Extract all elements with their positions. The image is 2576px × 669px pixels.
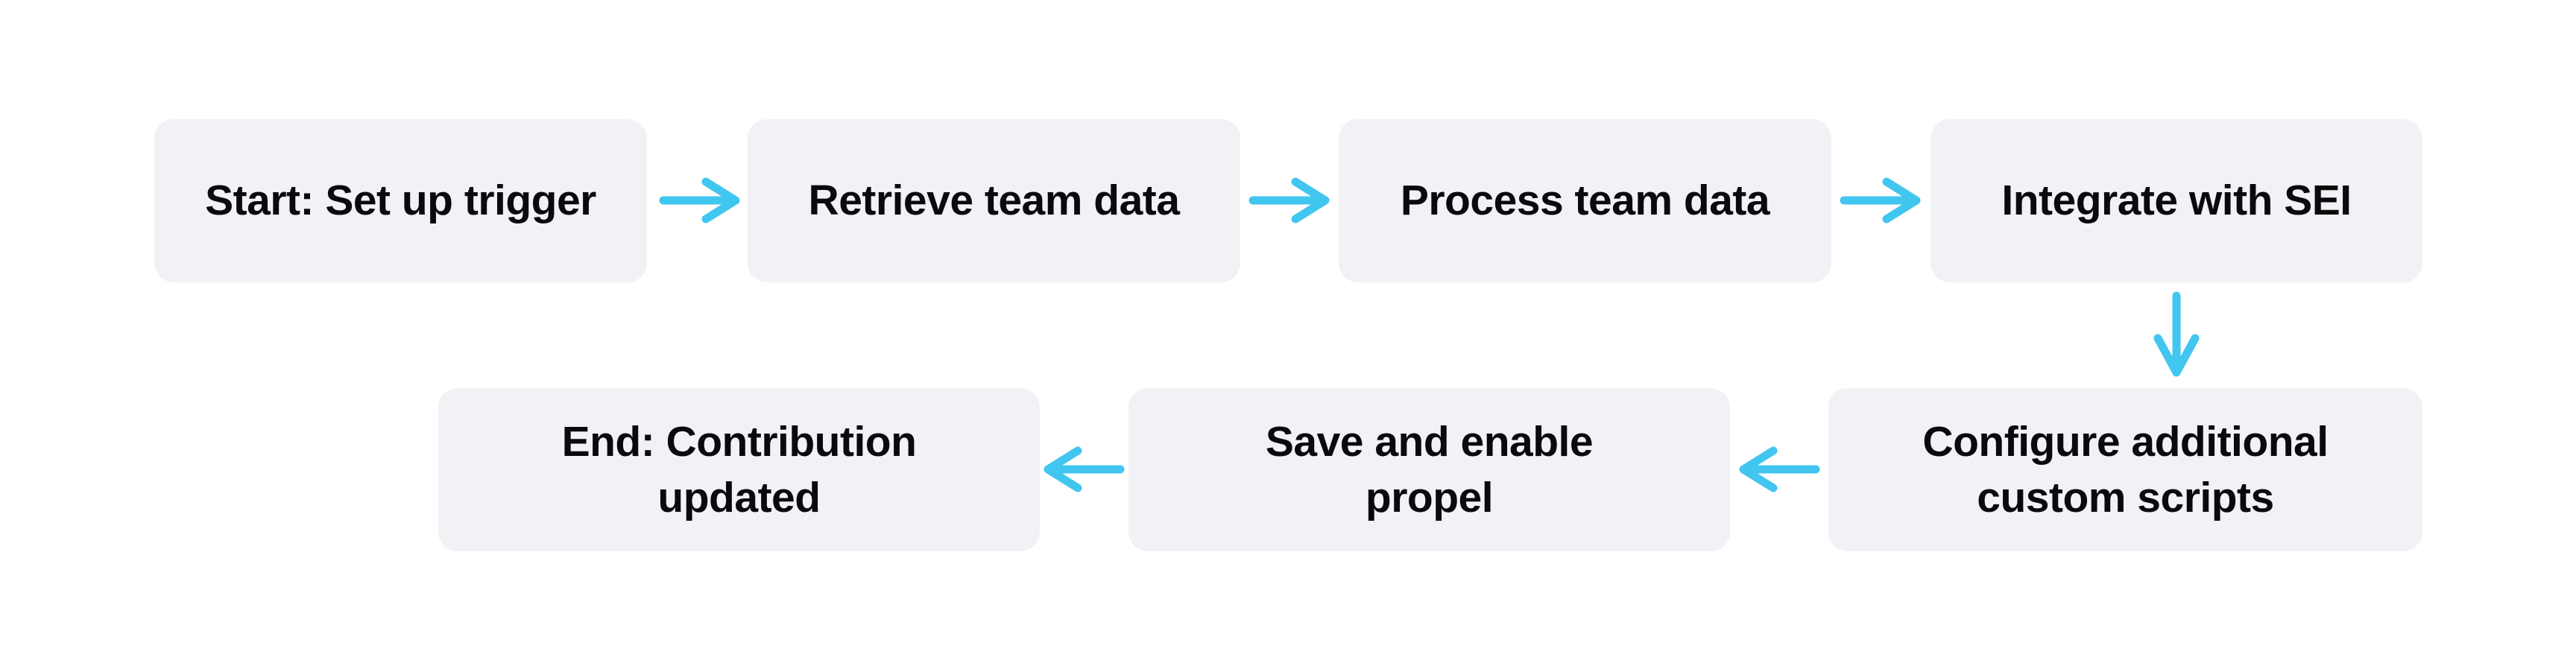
flow-node-label: Start: Set up trigger <box>205 177 596 225</box>
arrow-down-icon <box>2153 291 2200 377</box>
arrow-right-icon <box>1248 177 1330 223</box>
flow-node-end: End: Contribution updated <box>438 388 1040 551</box>
flow-node-save-and-enable-propel: Save and enable propel <box>1128 388 1730 551</box>
arrow-left-icon <box>1044 446 1125 492</box>
flow-node-label: Retrieve team data <box>808 177 1180 225</box>
flow-node-label: Save and enable propel <box>1265 418 1594 521</box>
flow-node-retrieve-team-data: Retrieve team data <box>748 119 1240 282</box>
flow-node-integrate-with-sei: Integrate with SEI <box>1931 119 2422 282</box>
arrow-right-icon <box>659 177 740 223</box>
flow-node-label: End: Contribution updated <box>561 418 917 521</box>
flow-node-configure-custom-scripts: Configure additional custom scripts <box>1828 388 2422 551</box>
flow-node-label: Configure additional custom scripts <box>1922 418 2329 521</box>
arrow-right-icon <box>1840 177 1921 223</box>
flow-node-start: Start: Set up trigger <box>154 119 647 282</box>
flow-node-label: Process team data <box>1400 177 1770 225</box>
flow-node-process-team-data: Process team data <box>1339 119 1831 282</box>
arrow-left-icon <box>1739 446 1820 492</box>
flow-node-label: Integrate with SEI <box>2001 177 2352 225</box>
